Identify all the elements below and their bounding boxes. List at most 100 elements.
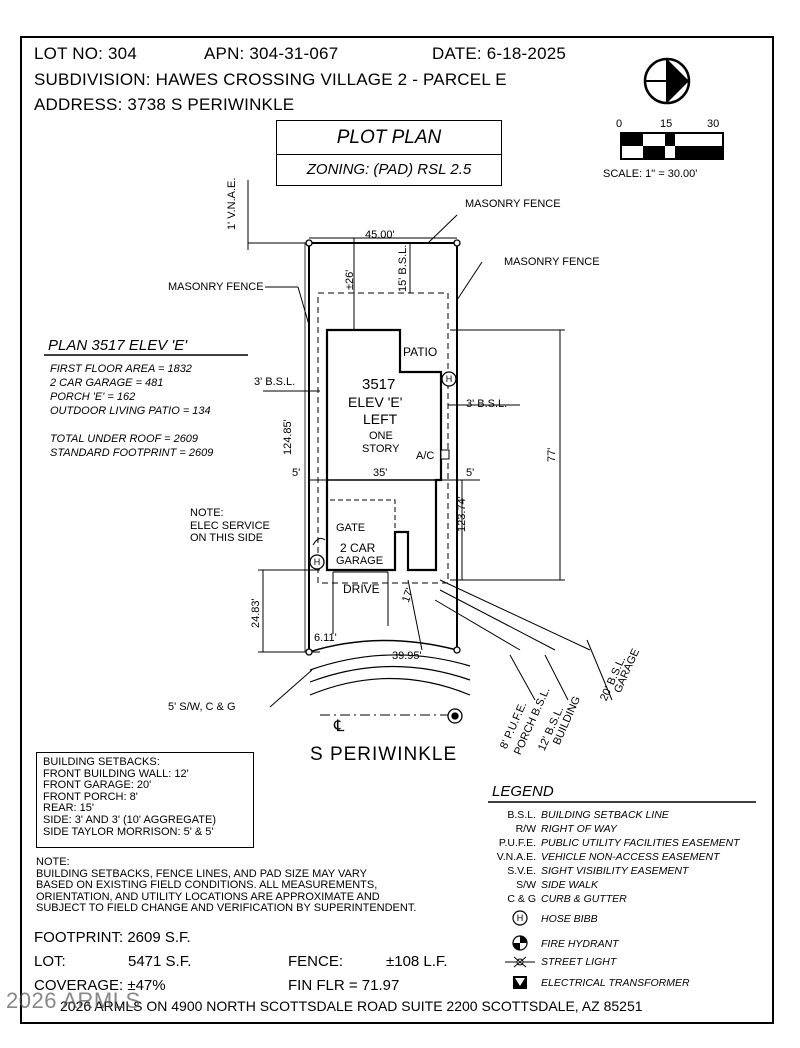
finish-floor: FIN FLR = 71.97 xyxy=(288,977,400,994)
setback-line: BUILDING SETBACKS: xyxy=(43,756,160,768)
scale-tick-30: 30 xyxy=(707,118,720,130)
setback-line: FRONT GARAGE: 20' xyxy=(43,779,152,792)
house-elev: ELEV 'E' xyxy=(348,394,403,410)
side-5-right-dim: 5' xyxy=(466,467,475,479)
legend-abbr: P.U.F.E. xyxy=(498,837,536,849)
legend-title: LEGEND xyxy=(492,783,554,800)
street-name: S PERIWINKLE xyxy=(310,744,458,765)
rear-bsl-dim: 15' B.S.L. xyxy=(397,244,409,292)
garage-label-2: GARAGE xyxy=(336,555,384,567)
legend-desc: CURB & GUTTER xyxy=(541,893,627,905)
gate-label: GATE xyxy=(336,522,366,534)
note-line: BASED ON EXISTING FIELD CONDITIONS. ALL … xyxy=(36,879,378,891)
lot-area-label: LOT: xyxy=(34,953,66,970)
vnae-label: 1' V.N.A.E. xyxy=(226,177,238,230)
fire-hydrant-icon xyxy=(512,935,528,951)
legend-abbr: S/W xyxy=(516,879,536,891)
plot-plan-title-box: PLOT PLAN ZONING: (PAD) RSL 2.5 xyxy=(276,120,502,186)
svg-text:H: H xyxy=(314,557,321,567)
house-stories-1: ONE xyxy=(369,430,393,442)
depth-left-dim: 124.85' xyxy=(282,419,294,455)
plot-plan-title: PLOT PLAN xyxy=(336,127,442,148)
plan-info-total: STANDARD FOOTPRINT = 2609 xyxy=(50,447,214,459)
bsl-left-label: 3' B.S.L. xyxy=(254,376,296,388)
legend-desc: BUILDING SETBACK LINE xyxy=(541,809,669,821)
fence-value: ±108 L.F. xyxy=(386,953,448,970)
legend-desc: SIDE WALK xyxy=(541,879,598,891)
plan-info-title: PLAN 3517 ELEV 'E' xyxy=(48,337,188,354)
setback-line: SIDE TAYLOR MORRISON: 5' & 5' xyxy=(43,825,214,838)
fence-label: FENCE: xyxy=(288,953,344,970)
elec-note-2: ELEC SERVICE xyxy=(190,520,270,532)
legend-abbr: R/W xyxy=(515,823,536,835)
masonry-fence-rear-label: MASONRY FENCE xyxy=(465,198,561,210)
note-line: NOTE: xyxy=(36,856,70,868)
coverage: COVERAGE: ±47% xyxy=(34,977,166,994)
legend-symbol-desc: FIRE HYDRANT xyxy=(541,938,619,950)
elec-note-3: ON THIS SIDE xyxy=(190,532,264,544)
footer-address: 2026 ARMLS ON 4900 NORTH SCOTTSDALE ROAD… xyxy=(60,998,643,1014)
watermark: 2026 ARMLS xyxy=(6,988,141,1013)
scale-bar xyxy=(620,132,724,160)
house-plan-number: 3517 xyxy=(362,376,396,393)
legend-abbr: C & G xyxy=(507,893,536,905)
subdivision: SUBDIVISION: HAWES CROSSING VILLAGE 2 - … xyxy=(34,70,507,89)
setback-line: FRONT PORCH: 8' xyxy=(43,790,138,803)
legend-symbol-desc: STREET LIGHT xyxy=(541,956,617,968)
bsl-right-label: 3' B.S.L. xyxy=(466,398,508,410)
front-3995-dim: 39.95' xyxy=(392,650,422,662)
masonry-fence-right-label: MASONRY FENCE xyxy=(504,256,600,268)
masonry-fence-left-label: MASONRY FENCE xyxy=(168,281,264,293)
side-5-left-dim: 5' xyxy=(292,467,301,479)
legend-desc: RIGHT OF WAY xyxy=(541,823,617,835)
building-setbacks-box: BUILDING SETBACKS: FRONT BUILDING WALL: … xyxy=(36,752,254,848)
note-line: BUILDING SETBACKS, FENCE LINES, AND PAD … xyxy=(36,867,367,880)
depth-right-dim: 77' xyxy=(546,447,558,462)
setback-line: SIDE: 3' AND 3' (10' AGGREGATE) xyxy=(43,813,216,826)
footprint: FOOTPRINT: 2609 S.F. xyxy=(34,929,191,946)
electrical-transformer-icon xyxy=(513,976,527,989)
lot-number: LOT NO: 304 xyxy=(34,44,137,63)
plan-info-total: TOTAL UNDER ROOF = 2609 xyxy=(50,433,199,445)
elec-note-1: NOTE: xyxy=(190,507,224,519)
front-611-dim: 6.11' xyxy=(314,632,337,644)
patio-label: PATIO xyxy=(403,345,438,359)
plan-info-line: OUTDOOR LIVING PATIO = 134 xyxy=(50,405,211,417)
legend-desc: SIGHT VISIBILITY EASEMENT xyxy=(541,865,689,877)
front-24-dim: 24.83' xyxy=(250,598,262,628)
date: DATE: 6-18-2025 xyxy=(432,44,567,63)
note-line: ORIENTATION, AND UTILITY LOCATIONS ARE A… xyxy=(36,890,380,903)
sidewalk-label: 5' S/W, C & G xyxy=(168,701,236,713)
plan-info-line: PORCH 'E' = 162 xyxy=(50,391,136,403)
depth-123-dim: 123.74' xyxy=(456,496,468,532)
plan-info-line: 2 CAR GARAGE = 481 xyxy=(50,377,164,389)
rear-width-dim: 45.00' xyxy=(365,229,395,241)
setback-line: FRONT BUILDING WALL: 12' xyxy=(43,767,189,780)
drawing-frame xyxy=(20,36,774,1024)
legend-symbols: H xyxy=(505,910,535,989)
scale-tick-15: 15 xyxy=(660,118,673,130)
legend-symbol-desc: HOSE BIBB xyxy=(541,913,598,925)
lot-area-value: 5471 S.F. xyxy=(128,953,192,970)
plan-info-line: FIRST FLOOR AREA = 1832 xyxy=(50,363,192,375)
legend-abbr: S.V.E. xyxy=(507,865,536,877)
scale-tick-0: 0 xyxy=(616,118,623,130)
ac-label: A/C xyxy=(416,450,435,462)
house-stories-2: STORY xyxy=(362,443,400,455)
legend-desc: PUBLIC UTILITY FACILITIES EASEMENT xyxy=(541,837,740,849)
note-line: SUBJECT TO FIELD CHANGE AND VERIFICATION… xyxy=(36,902,417,914)
drive-label: DRIVE xyxy=(343,582,380,596)
apn: APN: 304-31-067 xyxy=(204,44,339,63)
hose-bibb-icon: H xyxy=(512,910,528,926)
centerline-symbol: ℄ xyxy=(334,718,345,735)
legend-symbol-desc: ELECTRICAL TRANSFORMER xyxy=(541,977,690,989)
width-35-dim: 35' xyxy=(373,467,388,479)
legend-desc: VEHICLE NON-ACCESS EASEMENT xyxy=(541,851,720,863)
legend-abbr: B.S.L. xyxy=(507,809,536,821)
zoning: ZONING: (PAD) RSL 2.5 xyxy=(306,161,472,178)
rear-26-dim: ±26' xyxy=(344,269,356,290)
street-light-icon xyxy=(505,956,535,968)
svg-text:H: H xyxy=(446,374,453,384)
setback-line: REAR: 15' xyxy=(43,802,95,815)
